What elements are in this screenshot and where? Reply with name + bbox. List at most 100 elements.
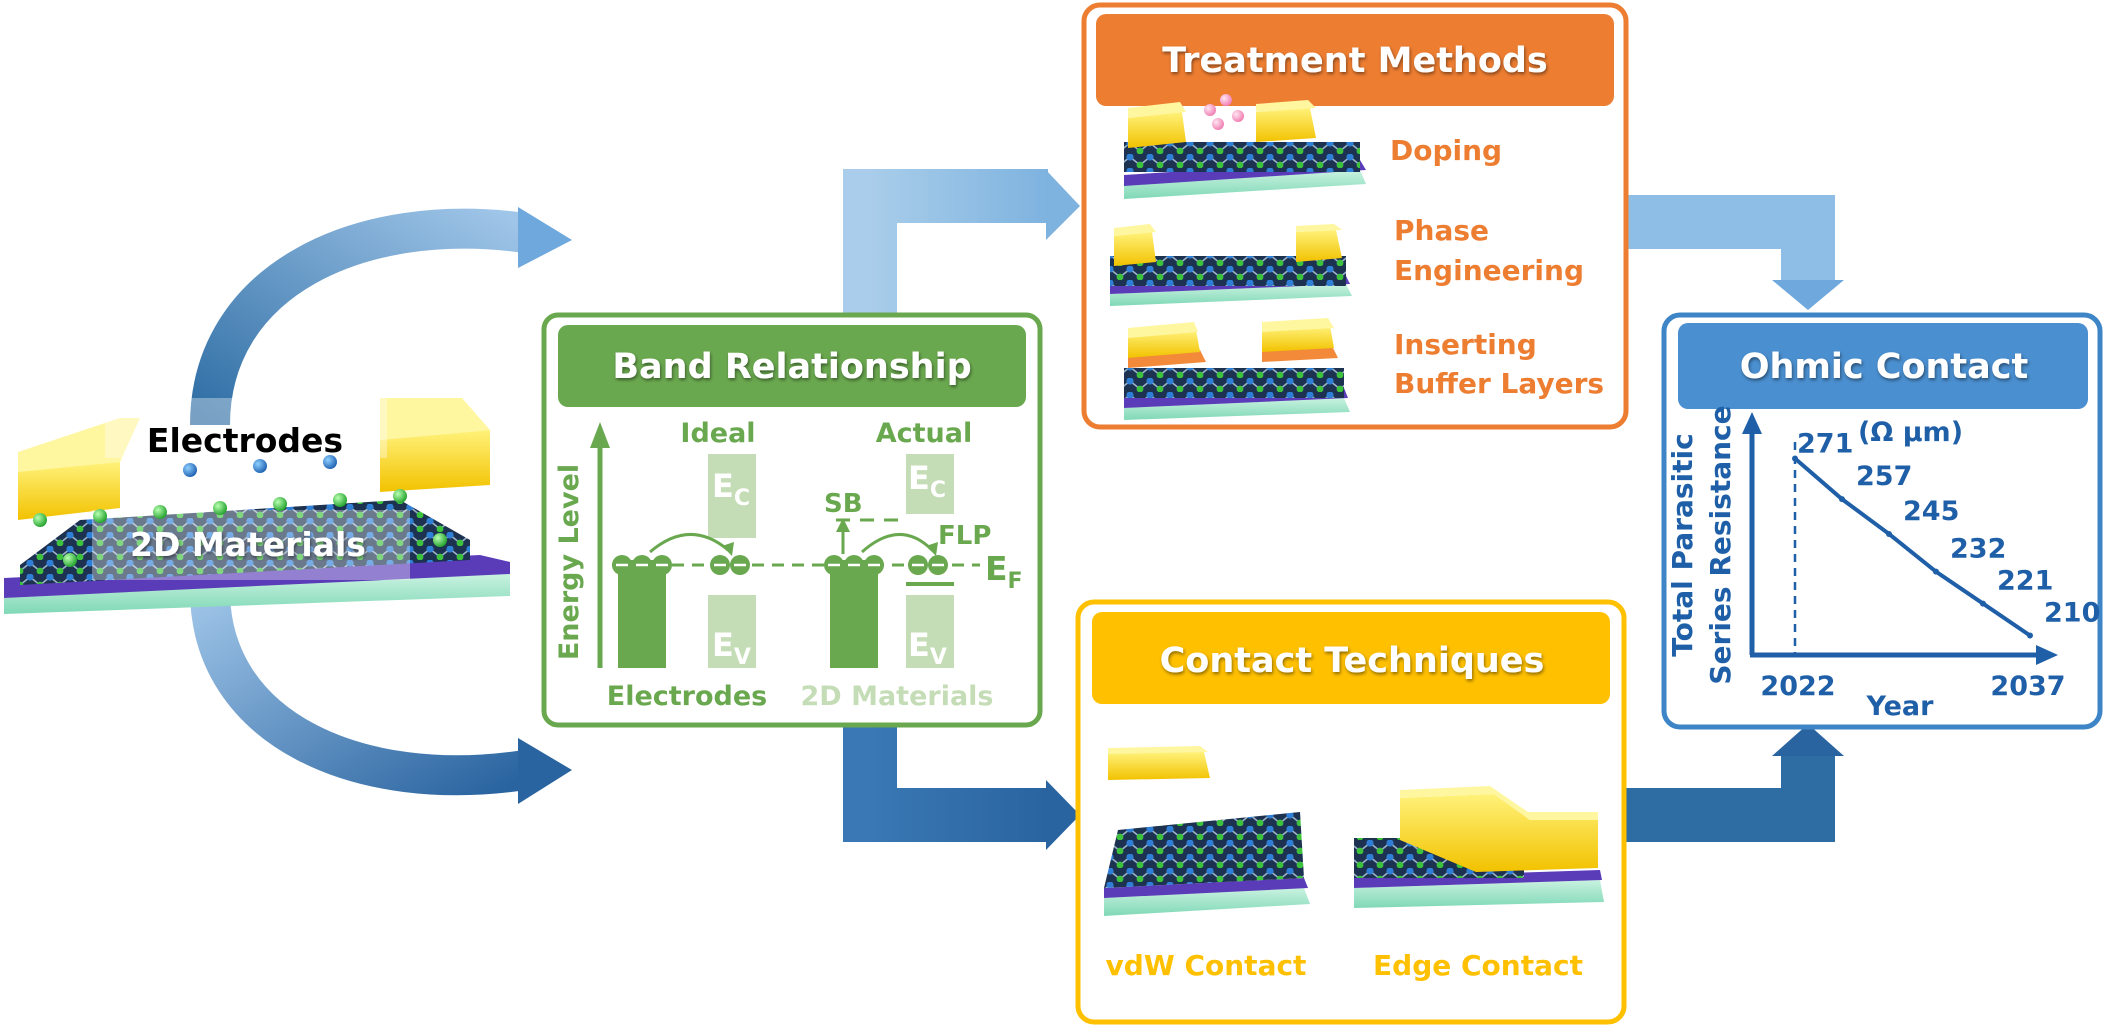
ohmic-title: Ohmic Contact	[1740, 347, 2029, 387]
edge-contact-device	[1354, 786, 1604, 908]
ev-label-actual: EV	[908, 626, 947, 670]
ideal-label: Ideal	[680, 418, 755, 449]
doping-label: Doping	[1390, 134, 1502, 167]
arrow-to-contact	[843, 726, 1048, 842]
ohmic-y-label-1: Total Parasitic	[1666, 433, 1699, 656]
cycle-arrows	[190, 207, 572, 804]
flp-label: FLP	[938, 521, 991, 551]
arrow-head-ohmic-bottom	[1772, 724, 1844, 756]
contact-title: Contact Techniques	[1160, 641, 1545, 681]
resistance-point-2028	[1886, 530, 1892, 537]
ohmic-panel: Ohmic Contact Total Parasitic Series Res…	[1661, 312, 2103, 730]
buffer-label-2: Buffer Layers	[1394, 367, 1604, 400]
device-materials-label: 2D Materials	[130, 525, 366, 564]
ef-label: EF	[985, 549, 1023, 594]
arrow-head-treatment	[1046, 170, 1080, 240]
electrode-band-actual	[830, 560, 878, 668]
device-electrode-right-top	[380, 398, 490, 440]
resistance-label-2037: 210	[2044, 597, 2100, 628]
band-materials-label: 2D Materials	[800, 681, 993, 712]
band-electrodes-label: Electrodes	[607, 681, 768, 712]
buffer-layers-device	[1124, 318, 1350, 420]
device-label-bg-bottom	[92, 510, 410, 580]
cycle-arc-top	[190, 208, 528, 426]
cycle-arrowhead-top	[518, 207, 572, 268]
device-dielectric	[4, 555, 510, 598]
electrons	[612, 555, 948, 575]
ec-band-actual	[906, 454, 954, 514]
ec-label-actual: EC	[908, 459, 946, 503]
arrow-contact-to-ohmic	[1625, 748, 1835, 842]
ec-label-ideal: EC	[712, 467, 750, 511]
sb-label: SB	[824, 489, 863, 519]
ec-band-ideal	[708, 454, 756, 538]
vdw-contact-device	[1104, 746, 1310, 916]
transfer-arc-actual	[861, 533, 934, 554]
device-substrate	[4, 574, 510, 614]
resistance-label-2028: 245	[1903, 496, 1959, 527]
ev-band-ideal	[708, 595, 756, 668]
treatment-title: Treatment Methods	[1162, 41, 1548, 81]
ohmic-title-bar	[1678, 323, 2088, 409]
doping-device	[1124, 94, 1366, 199]
resistance-point-2022	[1792, 455, 1798, 462]
ohmic-x-axis-arrow	[2036, 645, 2058, 665]
flow-arrows	[843, 169, 1844, 850]
treatment-panel-border	[1081, 2, 1629, 430]
arrow-to-treatment	[843, 169, 1048, 318]
resistance-point-2025	[1839, 496, 1845, 503]
device-electrodes-label: Electrodes	[147, 421, 343, 460]
cycle-arc-bottom	[190, 589, 528, 796]
electrode-band-ideal	[618, 560, 666, 668]
device-illustration	[4, 398, 510, 614]
contact-title-bar	[1092, 612, 1610, 704]
resistance-curve	[1793, 456, 2032, 638]
device-lattice	[20, 500, 470, 585]
ohmic-panel-border	[1661, 312, 2103, 730]
arrow-treatment-to-ohmic	[1625, 195, 1835, 286]
arrow-head-contact	[1046, 780, 1080, 850]
ohmic-x-end: 2037	[1990, 671, 2065, 702]
ev-label-ideal: EV	[712, 626, 751, 670]
device-atoms	[33, 455, 447, 567]
resistance-label-2022: 271	[1797, 429, 1853, 460]
vdw-label: vdW Contact	[1106, 949, 1307, 982]
ohmic-unit-label: (Ω μm)	[1858, 417, 1963, 448]
contact-panel: Contact Techniques vdW Contact Edge Cont…	[1075, 599, 1627, 1025]
energy-axis-arrow	[590, 422, 610, 448]
band-title-bar	[558, 325, 1026, 407]
device-label-bg-top	[105, 398, 387, 458]
ev-band-actual	[906, 595, 954, 668]
buffer-label-1: Inserting	[1394, 328, 1537, 361]
energy-axis-label: Energy Level	[554, 464, 585, 660]
edge-label: Edge Contact	[1373, 949, 1583, 982]
phase-engineering-device	[1110, 224, 1352, 306]
band-title: Band Relationship	[612, 347, 971, 387]
phase-label-1: Phase	[1394, 214, 1489, 247]
phase-label-2: Engineering	[1394, 254, 1584, 287]
resistance-point-2037	[2027, 632, 2033, 639]
contact-panel-border	[1075, 599, 1627, 1025]
ohmic-y-axis-arrow	[1742, 412, 1762, 434]
device-electrode-right	[380, 430, 490, 492]
band-panel: Band Relationship Energy Level Ideal Act…	[541, 312, 1043, 728]
treatment-title-bar	[1096, 14, 1614, 106]
arrow-head-ohmic-top	[1772, 280, 1844, 310]
cycle-arrowhead-bottom	[518, 738, 572, 804]
device-electrode-left-top	[18, 418, 140, 475]
resistance-label-2031: 232	[1950, 534, 2006, 565]
ohmic-y-label-2: Series Resistance	[1704, 405, 1737, 684]
device-electrode-left	[18, 462, 120, 520]
transfer-arc-ideal	[649, 533, 729, 554]
resistance-point-2031	[1933, 568, 1939, 575]
sb-arrow-head	[836, 518, 850, 532]
ohmic-x-label: Year	[1866, 691, 1935, 722]
actual-label: Actual	[876, 418, 973, 449]
ohmic-x-start: 2022	[1760, 671, 1835, 702]
resistance-label-2034: 221	[1997, 566, 2053, 597]
treatment-panel: Treatment Methods Doping Phase	[1081, 2, 1629, 430]
resistance-label-2025: 257	[1856, 461, 1912, 492]
resistance-point-2034	[1980, 600, 1986, 607]
